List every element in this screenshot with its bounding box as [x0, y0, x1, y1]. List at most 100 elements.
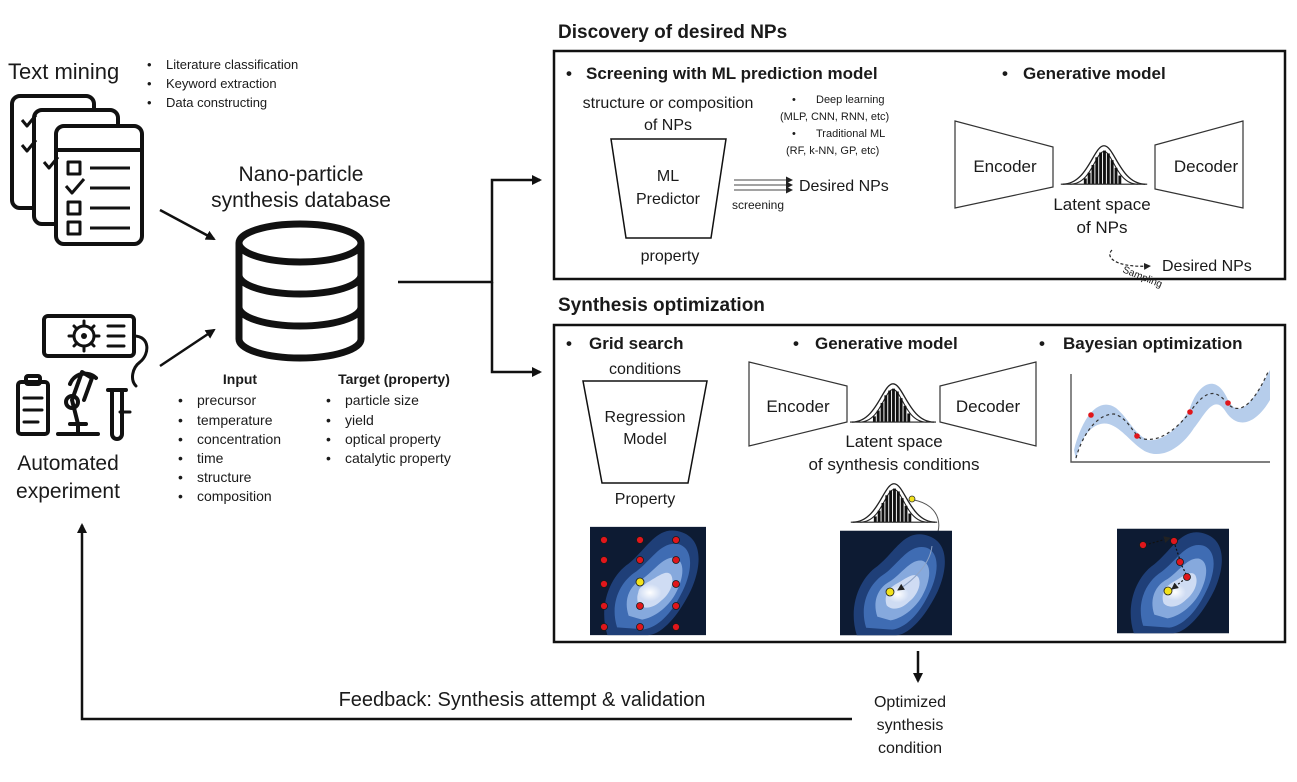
decoder-shape [1154, 120, 1244, 209]
optimization-box [552, 323, 1287, 644]
svg-text:•: • [793, 334, 799, 353]
svg-text:•: • [566, 64, 572, 83]
output-line3: condition [878, 740, 942, 757]
latent-label-line1: Latent space [845, 432, 942, 451]
text-mining-title: Text mining [8, 59, 119, 84]
decoder-label: Decoder [1174, 157, 1239, 176]
svg-text:•: • [566, 334, 572, 353]
latent-label-line2: of synthesis conditions [808, 455, 979, 474]
regression-model-line2: Model [623, 431, 667, 448]
svg-text:•: • [792, 128, 796, 140]
gaussian-process-plot [1070, 370, 1270, 463]
database-title-line2: synthesis database [211, 189, 391, 212]
ml-predictor-line2: Predictor [636, 191, 701, 208]
svg-text:•: • [1002, 64, 1008, 83]
database-branch-arrows [398, 175, 542, 377]
database-title-line1: Nano-particle [239, 163, 364, 186]
target-list: • particle size • yield • optical proper… [326, 392, 451, 466]
database-icon [235, 220, 365, 362]
latent-distribution-icon [1060, 145, 1148, 185]
target-header: Target (property) [338, 371, 450, 387]
encoder-label: Encoder [973, 157, 1037, 176]
svg-text:•: • [178, 431, 183, 447]
input-header: Input [223, 371, 258, 387]
generative-result: Desired NPs [1162, 258, 1252, 275]
decoder-shape [939, 361, 1037, 447]
svg-text:•: • [792, 94, 796, 106]
automated-experiment-line2: experiment [16, 480, 120, 503]
encoder-label: Encoder [766, 397, 830, 416]
svg-text:•: • [147, 95, 152, 110]
svg-text:•: • [178, 450, 183, 466]
latent-label-line2: of NPs [1076, 218, 1127, 237]
grid-search-header: Grid search [589, 334, 684, 353]
svg-text:•: • [326, 392, 331, 408]
svg-text:•: • [326, 431, 331, 447]
latent-distribution-icon [850, 383, 936, 423]
svg-text:•: • [147, 76, 152, 91]
ml-method: Traditional ML [816, 128, 885, 140]
feedback-label: Feedback: Synthesis attempt & validation [339, 689, 706, 711]
grid-top-label: conditions [609, 361, 681, 378]
input-item: time [197, 450, 224, 466]
sampling-label: Sampling [1121, 265, 1164, 291]
input-list: • precursor • temperature • concentratio… [178, 392, 281, 504]
bayesian-contour-plot [1117, 528, 1229, 634]
bullet-data-constructing: Data constructing [166, 95, 267, 110]
screening-input-line1: structure or composition [583, 95, 754, 112]
latent-label-line1: Latent space [1053, 195, 1150, 214]
arrow-textmining-to-database [159, 208, 216, 241]
svg-text:•: • [1039, 334, 1045, 353]
svg-text:•: • [178, 412, 183, 428]
regression-model-funnel [582, 380, 708, 484]
optimization-generative-header: Generative model [815, 334, 958, 353]
ml-method: Deep learning [816, 94, 885, 106]
generative-contour-plot [840, 530, 952, 636]
grid-search-contour-plot [590, 526, 706, 636]
ml-methods-list: • Deep learning (MLP, CNN, RNN, etc) • T… [780, 94, 889, 157]
bayesian-header: Bayesian optimization [1063, 334, 1242, 353]
discovery-title: Discovery of desired NPs [558, 22, 787, 43]
svg-text:•: • [326, 450, 331, 466]
svg-text:•: • [178, 392, 183, 408]
screening-output: property [641, 248, 700, 265]
svg-text:•: • [178, 488, 183, 504]
input-item: temperature [197, 412, 273, 428]
arrow-experiment-to-database [159, 328, 216, 368]
output-line2: synthesis [877, 717, 944, 734]
ml-method: (MLP, CNN, RNN, etc) [780, 111, 889, 123]
ml-predictor-line1: ML [657, 168, 679, 185]
svg-text:•: • [326, 412, 331, 428]
regression-model-line1: Regression [605, 409, 686, 426]
target-item: catalytic property [345, 450, 451, 466]
checklist-documents-icon [10, 94, 144, 246]
svg-text:•: • [178, 469, 183, 485]
screening-header: Screening with ML prediction model [586, 64, 878, 83]
svg-text:•: • [147, 57, 152, 72]
screening-arrows [734, 176, 793, 194]
ml-method: (RF, k-NN, GP, etc) [786, 145, 879, 157]
screening-input-line2: of NPs [644, 117, 692, 134]
target-item: optical property [345, 431, 441, 447]
bullet-literature-classification: Literature classification [166, 57, 298, 72]
lab-equipment-icon [16, 314, 149, 441]
screening-result: Desired NPs [799, 178, 889, 195]
decoder-label: Decoder [956, 397, 1021, 416]
input-item: precursor [197, 392, 256, 408]
sample-point [908, 495, 916, 503]
output-line1: Optimized [874, 694, 946, 711]
grid-bottom-label: Property [615, 491, 675, 508]
target-item: yield [345, 412, 374, 428]
encoder-shape [954, 120, 1054, 209]
input-item: concentration [197, 431, 281, 447]
sampling-arrow [1109, 249, 1151, 270]
feedback-arrow [77, 523, 852, 721]
automated-experiment-line1: Automated [17, 452, 119, 475]
encoder-shape [748, 361, 848, 447]
optimization-title: Synthesis optimization [558, 295, 765, 316]
screening-arrow-label: screening [732, 198, 784, 212]
discovery-generative-header: Generative model [1023, 64, 1166, 83]
input-item: composition [197, 488, 272, 504]
ml-predictor-funnel [610, 138, 727, 239]
